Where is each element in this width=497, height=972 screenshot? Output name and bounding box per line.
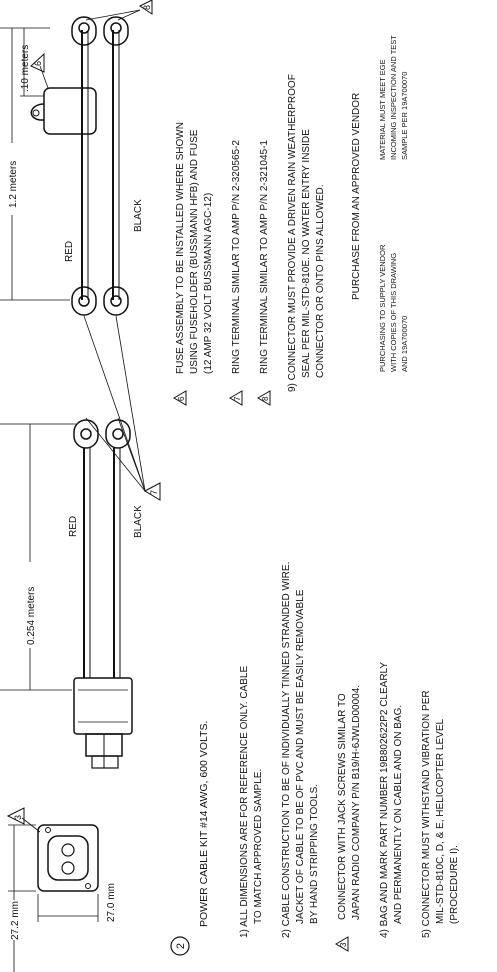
- note-flag-number: 3: [339, 942, 348, 947]
- label-red-bottom: RED: [68, 516, 79, 537]
- notes-right: 6 FUSE ASSEMBLY TO BE INSTALLED WHERE SHO…: [173, 35, 409, 406]
- left-note-4-line: MIL-STD-810C, D, & E, HELICOPTER LEVEL: [435, 719, 446, 924]
- dimension-pigtail-length: 0.254 meters: [0, 423, 76, 691]
- connector-plug: [85, 733, 123, 769]
- dim-text-pigtail: 0.254 meters: [26, 587, 37, 645]
- right-note-3-line: 9) CONNECTOR MUST PROVIDE A DRIVEN RAIN …: [287, 74, 298, 392]
- fuse-holder: [30, 87, 97, 135]
- svg-text:2: 2: [175, 943, 187, 949]
- svg-text:8: 8: [142, 5, 152, 10]
- bottom-cable-assembly: RED BLACK: [68, 419, 144, 769]
- connector-boot: [73, 677, 133, 735]
- right-note-2-line: RING TERMINAL SIMILAR TO AMP P/N 2-32104…: [259, 140, 270, 374]
- left-note-3-line: AND PERMANENTLY ON CABLE AND ON BAG.: [393, 705, 404, 924]
- note-flag-icon: [173, 390, 187, 406]
- dimension-overall-length: 1.2 meters: [0, 27, 70, 301]
- ring-terminal-mid-right: [103, 286, 129, 316]
- ring-terminal-mid-left: [71, 286, 97, 316]
- svg-text:6: 6: [33, 61, 43, 66]
- left-note-4-line: 5) CONNECTOR MUST WITHSTAND VIBRATION PE…: [421, 690, 432, 938]
- callout-ring-top-flag: 8: [85, 0, 153, 21]
- supply-note-line: AND 19A700070: [400, 316, 409, 372]
- label-red-top: RED: [64, 241, 75, 262]
- left-note-4-line: (PROCEDURE I).: [449, 845, 460, 924]
- ring-terminal-bottom-left: [73, 419, 99, 449]
- connector-face-view: 3: [6, 807, 99, 892]
- right-note-3-line: CONNECTOR OR ONTO PINS ALLOWED.: [315, 184, 326, 378]
- connector-pin-1: [61, 843, 75, 857]
- dimension-connector-height: 27.0 mm: [37, 883, 117, 922]
- label-black-bottom: BLACK: [133, 505, 144, 538]
- callout-fuse-flag: 6: [30, 52, 49, 89]
- notes-left: 1) ALL DIMENSIONS ARE FOR REFERENCE ONLY…: [239, 562, 460, 952]
- svg-text:3: 3: [13, 815, 23, 820]
- left-note-0-line: 1) ALL DIMENSIONS ARE FOR REFERENCE ONLY…: [239, 666, 250, 938]
- right-note-0-line: FUSE ASSEMBLY TO BE INSTALLED WHERE SHOW…: [175, 122, 186, 374]
- notes-title: POWER CABLE KIT #14 AWG, 600 VOLTS.: [198, 721, 210, 927]
- note-flag-icon: [257, 390, 271, 406]
- left-note-2-line: JAPAN RADIO COMPANY P/N B19/H-6JWLD00004…: [351, 685, 362, 920]
- material-note-line: SAMPLE PER 19A700070: [400, 72, 409, 160]
- note-flag-number: 6: [177, 396, 186, 401]
- right-note-1-line: RING TERMINAL SIMILAR TO AMP P/N 2-32056…: [231, 140, 242, 374]
- dimension-fuse-offset: .10 meters: [20, 28, 44, 97]
- ring-terminal-bottom-right: [105, 419, 131, 449]
- material-note-line: MATERIAL MUST MEET EGE: [378, 59, 387, 160]
- dim-text-overall: 1.2 meters: [8, 161, 19, 208]
- supply-note-line: PURCHASING TO SUPPLY VENDOR: [378, 244, 387, 372]
- connector-pin-2: [61, 861, 75, 875]
- item-number-badge: 2: [170, 936, 190, 956]
- dim-text-connector-width: 27.2 mm: [10, 901, 21, 940]
- ring-terminal-top-left: [71, 16, 97, 46]
- supply-note-line: WITH COPIES OF THIS DRAWING: [389, 253, 398, 372]
- left-note-3-line: 4) BAG AND MARK PART NUMBER 19B802622P2 …: [379, 662, 390, 938]
- left-note-0-line: TO MATCH APPROVED SAMPLE.: [253, 769, 264, 924]
- note-flag-icon: [335, 936, 349, 952]
- right-note-0-line: USING FUSEHOLDER (BUSSMANN HFB) AND FUSE: [189, 129, 200, 374]
- dim-text-connector-height: 27.0 mm: [106, 883, 117, 922]
- left-note-1-line: BY HAND STRIPPING TOOLS.: [309, 784, 320, 924]
- dim-text-fuse-offset: .10 meters: [20, 45, 31, 92]
- ring-terminal-top-right: [103, 16, 129, 46]
- top-cable-assembly: RED BLACK: [30, 16, 144, 316]
- material-note-line: INCOMING INSPECTION AND TEST: [389, 35, 398, 160]
- note-flag-number: 8: [261, 396, 270, 401]
- purchase-note: PURCHASE FROM AN APPROVED VENDOR: [351, 93, 362, 300]
- note-flag-number: 7: [233, 396, 242, 401]
- label-black-top: BLACK: [133, 199, 144, 232]
- left-note-2-line: CONNECTOR WITH JACK SCREWS SIMILAR TO: [337, 693, 348, 920]
- left-note-1-line: JACKET OF CABLE TO BE OF PVC AND MUST BE…: [295, 589, 306, 924]
- right-note-0-line: (12 AMP 32 VOLT BUSSMANN AGC-12): [203, 193, 214, 374]
- callout-ring-bottom-flag: 7: [83, 315, 161, 501]
- left-note-1-line: 2) CABLE CONSTRUCTION TO BE OF INDIVIDUA…: [281, 562, 292, 938]
- svg-text:7: 7: [149, 490, 159, 495]
- right-note-3-line: SEAL PER MIL-STD-810E. NO WATER ENTRY IN…: [301, 129, 312, 378]
- dimension-connector-width: 27.2 mm: [8, 824, 36, 972]
- note-flag-icon: [229, 390, 243, 406]
